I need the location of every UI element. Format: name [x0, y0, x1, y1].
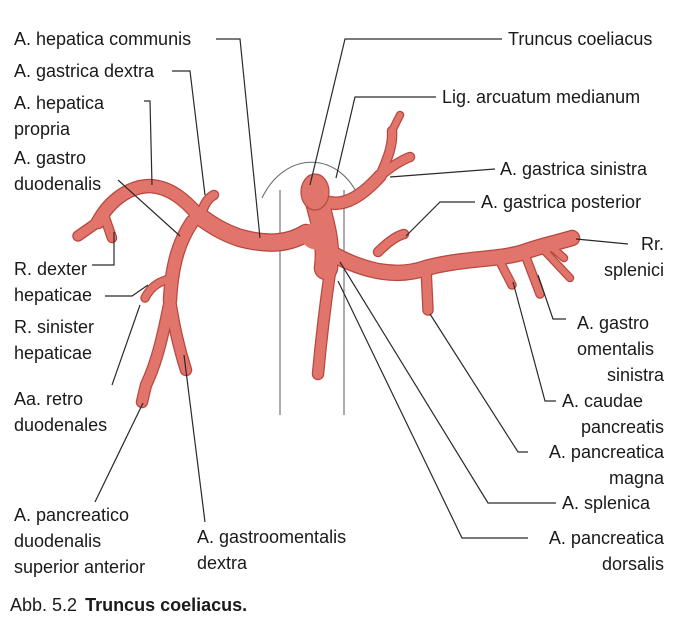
labels-right: Truncus coeliacus Lig. arcuatum medianum…: [442, 29, 665, 574]
label-pancreaticoduodenalis-line3: superior anterior: [14, 557, 145, 577]
label-gastroomentalis-dextra-line2: dextra: [197, 553, 248, 573]
artery-caudae-pancreatis: [494, 254, 516, 289]
label-retroduodenales-line1: Aa. retro: [14, 389, 83, 409]
label-gastroomentalis-sinistra-line2: omentalis: [577, 339, 654, 359]
label-pancreatica-dorsalis-line2: dorsalis: [602, 554, 664, 574]
leader-lines: [92, 38, 629, 539]
leader-rr-splenici: [575, 238, 629, 245]
celiac-trunk-origin: [300, 173, 330, 211]
artery-gastrica-dextra: [198, 191, 218, 216]
artery-retroduodenales: [141, 274, 176, 302]
leader-gastrica-dextra: [172, 70, 206, 196]
artery-r-sinister-hepaticae: [100, 211, 116, 242]
label-pancreatica-magna-line1: A. pancreatica: [549, 442, 665, 462]
leader-caudae-pancreatis: [512, 281, 556, 402]
label-r-sinister-line2: hepaticae: [14, 343, 92, 363]
leader-gastroomentalis-dextra: [183, 354, 206, 523]
label-caudae-pancreatis-line1: A. caudae: [562, 391, 643, 411]
label-splenica: A. splenica: [562, 493, 651, 513]
leader-gastroduodenalis: [117, 179, 181, 237]
leader-lig-arcuatum: [335, 96, 436, 179]
artery-pancreaticoduodenalis-sup-ant: [137, 295, 175, 407]
leader-pancreaticoduodenalis: [94, 402, 144, 503]
artery-rr-splenici-1: [537, 243, 573, 281]
leader-gastrica-sinistra: [389, 168, 496, 178]
label-gastroduodenalis-line2: duodenalis: [14, 174, 101, 194]
artery-r-dexter-hepaticae: [73, 217, 103, 241]
artery-pancreatica-dorsalis: [313, 267, 335, 379]
leader-splenica: [339, 261, 556, 504]
leader-gastroomentalis-sinistra: [537, 274, 566, 320]
label-r-dexter-line1: R. dexter: [14, 259, 87, 279]
label-gastroomentalis-sinistra-line1: A. gastro: [577, 313, 649, 333]
leader-truncus-coeliacus: [309, 38, 502, 186]
caption-prefix: Abb. 5.2: [10, 595, 77, 615]
artery-gastroduodenalis: [164, 216, 198, 306]
caption-title: Truncus coeliacus.: [85, 595, 247, 615]
artery-gastrica-sinistra-branch-3: [389, 112, 403, 134]
label-r-sinister-line1: R. sinister: [14, 317, 94, 337]
label-caudae-pancreatis-line2: pancreatis: [581, 417, 664, 437]
artery-pancreatica-magna: [421, 263, 433, 315]
leader-hepatica-propria: [144, 100, 153, 186]
artery-rr-splenici-2: [545, 241, 567, 261]
median-arcuate-ligament: [261, 161, 361, 201]
label-hepatica-propria-line1: A. hepatica: [14, 93, 105, 113]
label-gastrica-dextra: A. gastrica dextra: [14, 61, 155, 81]
artery-hepatica-communis: [190, 207, 314, 251]
aorta-outline: [261, 161, 361, 415]
label-r-dexter-line2: hepaticae: [14, 285, 92, 305]
artery-gastrica-posterior: [374, 230, 408, 256]
artery-hepatica-propria: [92, 180, 204, 228]
label-gastrica-posterior: A. gastrica posterior: [481, 192, 641, 212]
leader-gastrica-posterior: [405, 201, 475, 237]
labels-left: A. hepatica communis A. gastrica dextra …: [14, 29, 346, 577]
label-gastrica-sinistra: A. gastrica sinistra: [500, 159, 648, 179]
label-rr-splenici-line2: splenici: [604, 260, 664, 280]
label-gastroomentalis-sinistra-line3: sinistra: [607, 365, 665, 385]
label-gastroomentalis-dextra-line1: A. gastroomentalis: [197, 527, 346, 547]
label-pancreatica-magna-line2: magna: [609, 468, 665, 488]
label-truncus-coeliacus: Truncus coeliacus: [508, 29, 652, 49]
leader-r-sinister: [105, 284, 149, 297]
caption-text: Abb. 5.2 Truncus coeliacus.: [10, 595, 247, 615]
label-rr-splenici-line1: Rr.: [641, 234, 664, 254]
artery-gastroomentalis-sinistra: [520, 248, 544, 298]
label-gastroduodenalis-line1: A. gastro: [14, 148, 86, 168]
leader-hepatica-communis: [216, 38, 261, 239]
label-lig-arcuatum: Lig. arcuatum medianum: [442, 87, 640, 107]
label-hepatica-propria-line2: propria: [14, 119, 71, 139]
celiac-trunk-bifurcation: [301, 222, 335, 250]
leader-pancreatica-magna: [429, 313, 528, 453]
label-pancreaticoduodenalis-line1: A. pancreatico: [14, 505, 129, 525]
artery-gastroomentalis-dextra: [165, 295, 191, 375]
figure-caption: Abb. 5.2 Truncus coeliacus.: [10, 595, 247, 615]
artery-gastrica-sinistra-branch-2: [376, 153, 414, 180]
leader-r-dexter: [92, 232, 115, 266]
label-hepatica-communis: A. hepatica communis: [14, 29, 191, 49]
label-retroduodenales-line2: duodenales: [14, 415, 107, 435]
label-pancreaticoduodenalis-line2: duodenalis: [14, 531, 101, 551]
leader-retroduodenales: [111, 304, 141, 386]
arteries: [73, 112, 579, 407]
label-pancreatica-dorsalis-line1: A. pancreatica: [549, 528, 665, 548]
leader-pancreatica-dorsalis: [337, 280, 528, 539]
